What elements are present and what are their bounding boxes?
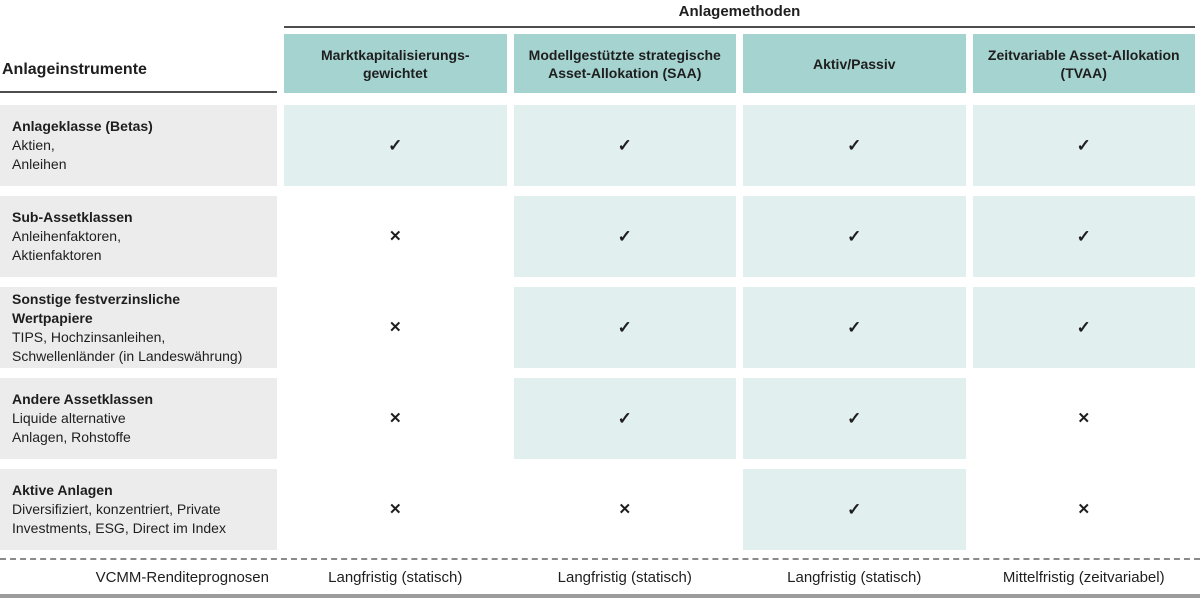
table-row-sub-assetklassen: Sub-Assetklassen Anleihenfaktoren, Aktie…	[0, 196, 1195, 277]
cross-icon: ✕	[618, 501, 632, 518]
footer-value: Mittelfristig (zeitvariabel)	[1002, 568, 1165, 586]
cross-icon: ✕	[388, 410, 402, 427]
matrix-cell: ✓	[513, 378, 736, 459]
matrix-cell: ✓	[972, 287, 1195, 368]
table-row-anlageklasse: Anlageklasse (Betas) Aktien, Anleihen ✓ …	[0, 105, 1195, 186]
methods-group-title: Anlagemethoden	[284, 0, 1195, 28]
footer-value: Langfristig (statisch)	[328, 568, 463, 586]
row-label-title: Sonstige festverzinsliche Wertpapiere	[12, 290, 181, 326]
check-icon: ✓	[847, 318, 862, 337]
methods-heading-row: Anlagemethoden	[0, 0, 1195, 28]
check-icon: ✓	[617, 227, 632, 246]
check-icon: ✓	[617, 409, 632, 428]
table-row-festverzinsliche: Sonstige festverzinsliche Wertpapiere TI…	[0, 287, 1195, 368]
row-label-details: Anleihenfaktoren, Aktienfaktoren	[12, 228, 121, 263]
check-icon: ✓	[847, 500, 862, 519]
matrix-cell: ✓	[972, 196, 1195, 277]
row-label-title: Andere Assetklassen	[12, 391, 154, 407]
check-icon: ✓	[388, 136, 403, 155]
matrix-cell: ✓	[743, 105, 966, 186]
footer-value: Langfristig (statisch)	[557, 568, 692, 586]
check-icon: ✓	[617, 136, 632, 155]
check-icon: ✓	[617, 318, 632, 337]
column-header-aktiv-passiv: Aktiv/Passiv	[743, 34, 966, 93]
cross-icon: ✕	[1077, 410, 1091, 427]
table-row-aktive-anlagen: Aktive Anlagen Diversifiziert, konzentri…	[0, 469, 1195, 550]
row-label-details: TIPS, Hochzinsanleihen, Schwellenländer …	[12, 328, 243, 364]
matrix-cell: ✕	[514, 469, 737, 550]
check-icon: ✓	[1076, 318, 1091, 337]
matrix-cell: ✓	[284, 105, 507, 186]
top-left-spacer	[0, 0, 277, 28]
footer-label-vcmm: VCMM-Renditeprognosen	[95, 568, 269, 586]
matrix-cell: ✓	[743, 196, 966, 277]
instruments-column-title: Anlageinstrumente	[0, 34, 277, 93]
check-icon: ✓	[1076, 227, 1091, 246]
matrix-cell: ✓	[972, 105, 1195, 186]
column-header-marktkapitalisierungsgewichtet: Marktkapitalisierungs- gewichtet	[284, 34, 507, 93]
row-label: Sub-Assetklassen Anleihenfaktoren, Aktie…	[0, 196, 277, 277]
footer-value: Langfristig (statisch)	[787, 568, 922, 586]
matrix-cell: ✓	[513, 287, 736, 368]
column-header-row: Anlageinstrumente Marktkapitalisierungs-…	[0, 34, 1195, 93]
check-icon: ✓	[847, 409, 862, 428]
matrix-cell: ✕	[284, 196, 507, 277]
matrix-cell: ✕	[284, 469, 507, 550]
matrix-cell: ✕	[973, 469, 1196, 550]
matrix-cell: ✓	[513, 196, 736, 277]
check-icon: ✓	[847, 227, 862, 246]
cross-icon: ✕	[1077, 501, 1091, 518]
footer-row: VCMM-Renditeprognosen Langfristig (stati…	[0, 560, 1195, 594]
matrix-cell: ✓	[743, 287, 966, 368]
matrix-cell: ✕	[284, 378, 507, 459]
column-header-tvaa: Zeitvariable Asset-Allokation (TVAA)	[972, 34, 1195, 93]
matrix-cell: ✕	[973, 378, 1196, 459]
row-label-title: Aktive Anlagen	[12, 482, 113, 498]
column-header-saa: Modellgestützte strategische Asset-Allok…	[513, 34, 736, 93]
check-icon: ✓	[1076, 136, 1091, 155]
row-label-title: Sub-Assetklassen	[12, 209, 133, 225]
row-label-title: Anlageklasse (Betas)	[12, 118, 153, 134]
bottom-rule	[0, 594, 1200, 598]
row-label: Andere Assetklassen Liquide alternative …	[0, 378, 277, 459]
cross-icon: ✕	[388, 228, 402, 245]
row-label-details: Diversifiziert, konzentriert, Private In…	[12, 501, 226, 536]
matrix-cell: ✓	[743, 378, 966, 459]
matrix-cell: ✓	[513, 105, 736, 186]
dashed-divider	[0, 558, 1200, 560]
row-label: Aktive Anlagen Diversifiziert, konzentri…	[0, 469, 277, 550]
matrix-cell: ✕	[284, 287, 507, 368]
table-row-andere-assetklassen: Andere Assetklassen Liquide alternative …	[0, 378, 1195, 459]
check-icon: ✓	[847, 136, 862, 155]
row-label: Anlageklasse (Betas) Aktien, Anleihen	[0, 105, 277, 186]
row-label-details: Liquide alternative Anlagen, Rohstoffe	[12, 410, 131, 445]
row-label: Sonstige festverzinsliche Wertpapiere TI…	[0, 287, 277, 368]
row-label-details: Aktien, Anleihen	[12, 137, 67, 172]
matrix-cell: ✓	[743, 469, 966, 550]
cross-icon: ✕	[388, 501, 402, 518]
cross-icon: ✕	[388, 319, 402, 336]
